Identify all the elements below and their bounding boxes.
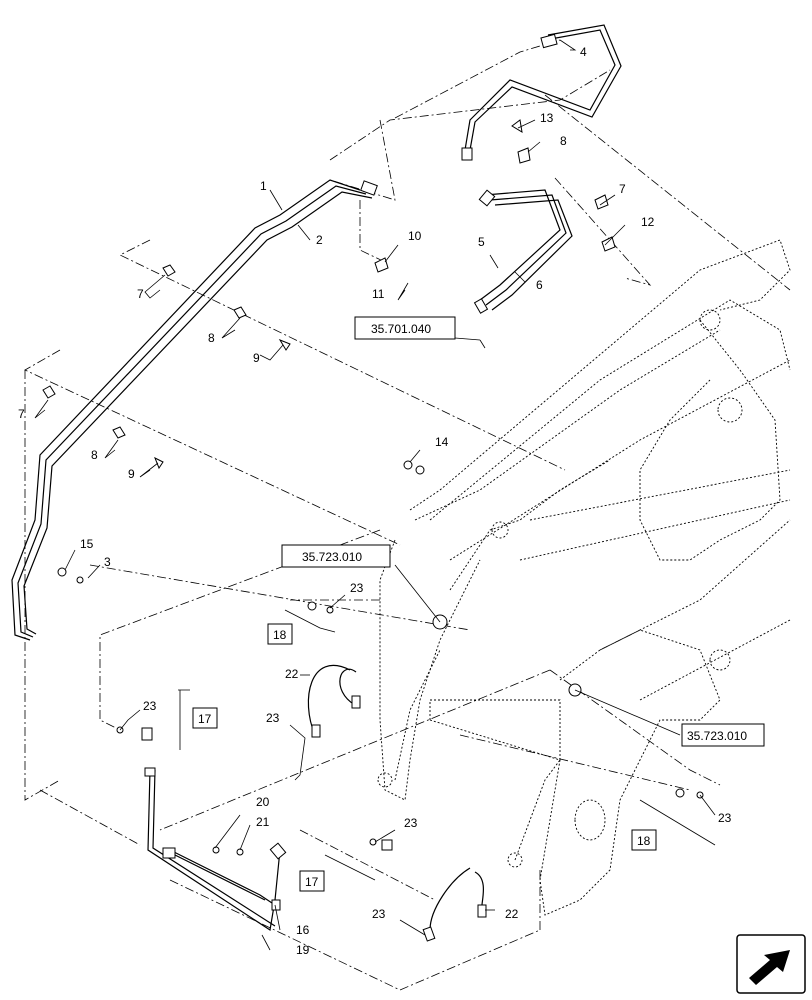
- ref-label-17-upper: 17: [198, 712, 212, 726]
- callout-19: 19: [296, 943, 310, 957]
- ref-label-18-left: 18: [273, 628, 287, 642]
- callout-7-top: 7: [619, 182, 626, 196]
- callout-1: 1: [260, 179, 267, 193]
- callout-23-b: 23: [143, 699, 157, 713]
- callout-15: 15: [80, 537, 94, 551]
- ref-box-17-upper[interactable]: 17: [192, 707, 218, 729]
- callout-5: 5: [478, 235, 485, 249]
- ref-box-35-723-010-left[interactable]: 35.723.010: [281, 544, 391, 568]
- ref-box-18-right[interactable]: 18: [631, 829, 657, 851]
- callout-22-a: 22: [285, 667, 299, 681]
- callout-12: 12: [641, 215, 655, 229]
- callout-10: 10: [408, 229, 422, 243]
- callout-numbers: 1 2 4 13 8 7 12 10 11 5 6 7 8 9 7 8 9 14…: [18, 45, 732, 957]
- callout-9-left: 9: [128, 467, 135, 481]
- callout-23-d: 23: [404, 816, 418, 830]
- ref-box-35-723-010-right[interactable]: 35.723.010: [681, 723, 765, 747]
- ref-label-18-right: 18: [637, 834, 651, 848]
- callout-7-mid: 7: [137, 287, 144, 301]
- fittings-and-clamps: [42, 33, 704, 942]
- callout-6: 6: [536, 278, 543, 292]
- next-page-arrow-icon[interactable]: [736, 934, 806, 994]
- callout-2: 2: [316, 233, 323, 247]
- callout-8-top: 8: [560, 134, 567, 148]
- hydraulic-lines: [11, 24, 622, 932]
- ref-box-18-left[interactable]: 18: [267, 623, 293, 645]
- routing-lines: [24, 39, 791, 991]
- callout-14: 14: [435, 435, 449, 449]
- callout-4: 4: [580, 45, 587, 59]
- loader-arm-frame: [377, 239, 791, 916]
- callout-13: 13: [540, 111, 554, 125]
- leader-lines: [34, 39, 716, 951]
- callout-23-a: 23: [350, 581, 364, 595]
- callout-7-left: 7: [18, 407, 25, 421]
- callout-11: 11: [372, 287, 385, 301]
- reference-boxes: 35.701.040 35.723.010 35.723.010 17 17 1…: [192, 316, 765, 892]
- callout-16: 16: [296, 923, 310, 937]
- callout-23-e: 23: [718, 811, 732, 825]
- ref-label-35-701-040: 35.701.040: [371, 322, 431, 336]
- callout-8-mid: 8: [208, 331, 215, 345]
- ref-box-17-lower[interactable]: 17: [299, 870, 325, 892]
- ref-label-35-723-010-right: 35.723.010: [687, 729, 747, 743]
- callout-20: 20: [256, 795, 270, 809]
- callout-23-f: 23: [372, 907, 386, 921]
- ref-box-35-701-040[interactable]: 35.701.040: [354, 316, 481, 341]
- callout-22-b: 22: [505, 907, 519, 921]
- ref-label-35-723-010-left: 35.723.010: [302, 550, 362, 564]
- ref-label-17-lower: 17: [305, 875, 319, 889]
- callout-3: 3: [104, 555, 111, 569]
- callout-9-mid: 9: [253, 351, 260, 365]
- callout-23-c: 23: [266, 711, 280, 725]
- callout-21: 21: [256, 815, 270, 829]
- callout-8-left: 8: [91, 448, 98, 462]
